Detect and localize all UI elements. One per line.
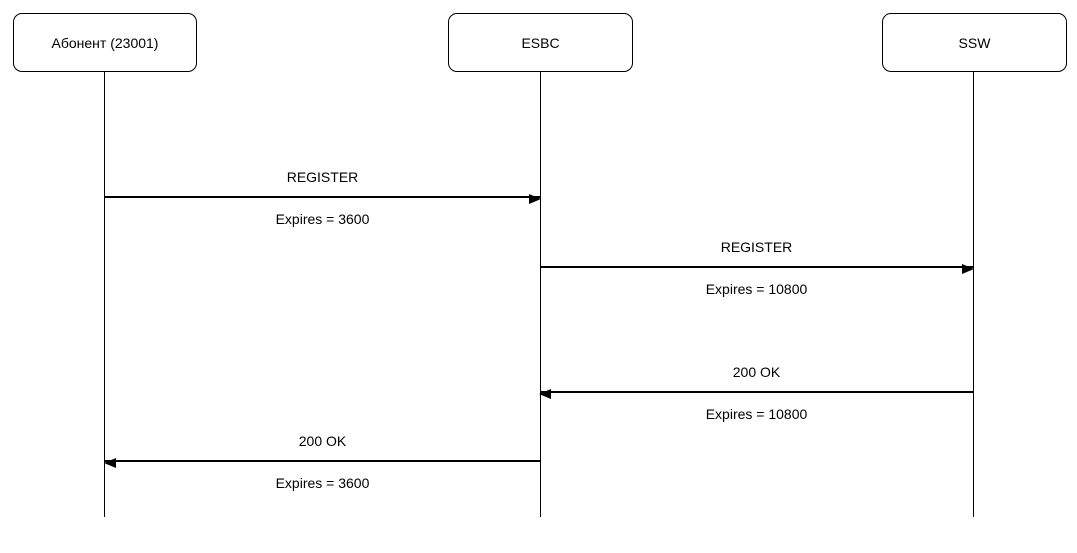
arrowhead-left-icon — [539, 389, 551, 399]
message-register-subscriber-to-esbc: REGISTER Expires = 3600 — [105, 168, 541, 228]
message-label: REGISTER — [720, 239, 793, 255]
message-label: 200 OK — [298, 433, 347, 449]
message-line — [104, 458, 540, 468]
actor-box-ssw: SSW — [882, 13, 1067, 72]
actor-label-esbc: ESBC — [521, 34, 560, 51]
message-label: 200 OK — [732, 364, 781, 380]
actor-label-ssw: SSW — [958, 34, 991, 51]
arrowhead-left-icon — [104, 458, 116, 468]
message-sublabel: Expires = 3600 — [275, 211, 370, 227]
message-line — [540, 264, 974, 274]
message-sublabel: Expires = 10800 — [705, 281, 808, 297]
message-sublabel: Expires = 10800 — [705, 406, 808, 422]
message-label: REGISTER — [286, 169, 359, 185]
message-200ok-esbc-to-subscriber: 200 OK Expires = 3600 — [104, 432, 540, 492]
actor-box-subscriber: Абонент (23001) — [13, 13, 197, 72]
message-register-esbc-to-ssw: REGISTER Expires = 10800 — [540, 238, 974, 298]
message-line — [539, 389, 973, 399]
lifeline-subscriber — [104, 72, 105, 517]
lifeline-esbc — [540, 72, 541, 517]
message-200ok-ssw-to-esbc: 200 OK Expires = 10800 — [539, 363, 973, 423]
lifeline-ssw — [973, 72, 974, 517]
message-line — [105, 194, 541, 204]
arrowhead-right-icon — [529, 194, 541, 204]
actor-box-esbc: ESBC — [448, 13, 633, 72]
actor-label-subscriber: Абонент (23001) — [51, 34, 159, 51]
arrowhead-right-icon — [962, 264, 974, 274]
message-sublabel: Expires = 3600 — [275, 475, 370, 491]
